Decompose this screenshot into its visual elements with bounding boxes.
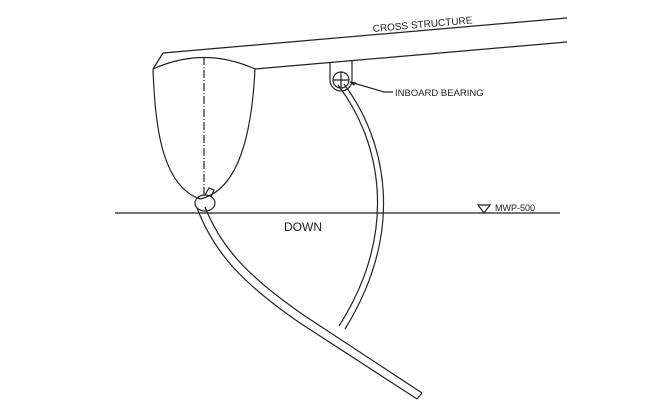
waterline	[115, 204, 560, 214]
main-strut	[196, 206, 423, 400]
cross-structure	[152, 17, 568, 70]
inboard-bearing	[329, 61, 393, 93]
bearing-arm	[337, 83, 385, 330]
down-label: DOWN	[284, 220, 322, 234]
waterline-label: MWP-500	[495, 203, 535, 213]
inboard-bearing-label: INBOARD BEARING	[395, 88, 484, 99]
cross-structure-label: CROSS STRUCTURE	[372, 15, 473, 35]
hull	[152, 56, 256, 212]
